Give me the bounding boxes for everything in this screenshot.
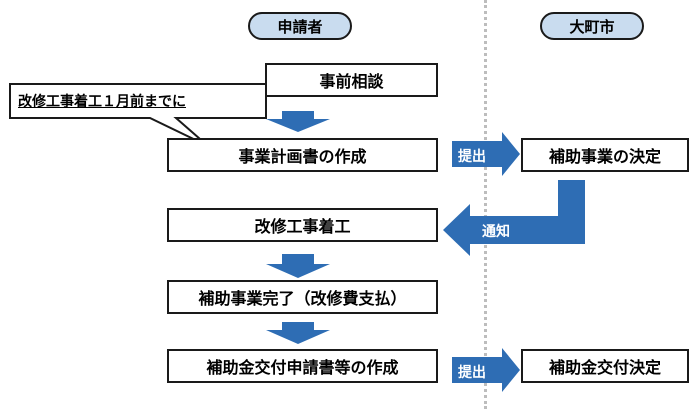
step-consultation-label: 事前相談 bbox=[319, 72, 384, 91]
step-plan-label: 事業計画書の作成 bbox=[238, 147, 367, 166]
step-complete: 補助事業完了（改修費支払） bbox=[167, 280, 438, 314]
applicant-header: 申請者 bbox=[248, 12, 352, 40]
city-step-grant-label: 補助金交付決定 bbox=[548, 358, 661, 377]
column-divider bbox=[484, 0, 487, 409]
step-application: 補助金交付申請書等の作成 bbox=[167, 349, 438, 383]
applicant-header-label: 申請者 bbox=[277, 17, 323, 36]
submit-label-2: 提出 bbox=[458, 365, 486, 381]
step-consultation: 事前相談 bbox=[265, 63, 438, 97]
notify-arrow bbox=[443, 180, 585, 256]
submit-label-1: 提出 bbox=[458, 149, 486, 165]
notify-label: 通知 bbox=[482, 224, 510, 240]
step-application-label: 補助金交付申請書等の作成 bbox=[206, 358, 399, 377]
city-step-grant: 補助金交付決定 bbox=[521, 349, 689, 383]
city-header-label: 大町市 bbox=[569, 17, 615, 36]
step-plan: 事業計画書の作成 bbox=[167, 138, 438, 172]
submit-arrow-1 bbox=[452, 132, 520, 176]
down-arrow-3 bbox=[266, 322, 330, 344]
step-complete-label: 補助事業完了（改修費支払） bbox=[198, 289, 407, 308]
submit-arrow-2 bbox=[452, 348, 520, 392]
step-start: 改修工事着工 bbox=[167, 208, 438, 242]
city-header: 大町市 bbox=[540, 12, 644, 40]
callout-text: 改修工事着工１月前までに bbox=[18, 94, 186, 110]
step-start-label: 改修工事着工 bbox=[254, 217, 351, 236]
city-step-decision: 補助事業の決定 bbox=[521, 138, 689, 172]
down-arrow-1 bbox=[266, 111, 330, 132]
down-arrow-2 bbox=[266, 254, 330, 278]
city-step-decision-label: 補助事業の決定 bbox=[548, 147, 661, 166]
